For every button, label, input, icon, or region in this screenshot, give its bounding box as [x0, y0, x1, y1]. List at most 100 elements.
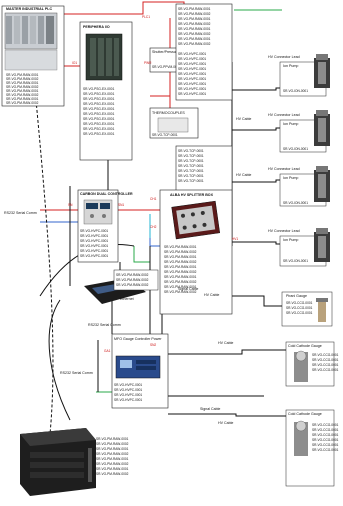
svg-text:SR-VO-PM-RAW-0002: SR-VO-PM-RAW-0002 [178, 22, 211, 26]
svg-text:SR-VO-HVPC-0001: SR-VO-HVPC-0001 [114, 393, 142, 397]
svg-text:SR-VO-PSG-EX-0001: SR-VO-PSG-EX-0001 [83, 132, 115, 136]
plc-title: MASTER INDUSTRIAL PLC [6, 7, 52, 11]
svg-text:SR-VO-PM-RAW-0002: SR-VO-PM-RAW-0002 [178, 12, 211, 16]
svg-text:SR-VO-PM-RAW-0002: SR-VO-PM-RAW-0002 [164, 250, 197, 254]
wire-dashed-link [36, 100, 53, 452]
server-rack: SR-VO-PM-RAW-0001 SR-VO-PM-RAW-0002 SR-V… [20, 428, 129, 496]
wire-black-9 [168, 350, 286, 354]
ctrl-red-mark-2: SN1 [118, 203, 124, 207]
svg-text:SR-VO-CCG-0001: SR-VO-CCG-0001 [286, 306, 313, 310]
eth-label: Ethernet [120, 297, 134, 301]
svg-text:SR-VO-PM-RAW-0001: SR-VO-PM-RAW-0001 [96, 447, 129, 451]
svg-text:SR-VO-HVPC-0001: SR-VO-HVPC-0001 [114, 388, 142, 392]
mfc-red-mark: SN2 [150, 343, 156, 347]
ctrl-red-mark: SN [68, 203, 73, 207]
svg-text:SR-VO-PSG-EX-0001: SR-VO-PSG-EX-0001 [83, 102, 115, 106]
svg-text:SR-VO-CCG-0001: SR-VO-CCG-0001 [312, 423, 339, 427]
top-tag-column: SR-VO-PM-RAW-0001 SR-VO-PM-RAW-0002 SR-V… [176, 4, 232, 100]
svg-text:SR-VO-CCG-0001: SR-VO-CCG-0001 [312, 438, 339, 442]
splitter-red-mark: CH1 [150, 197, 157, 201]
svg-text:HV Connector Lead: HV Connector Lead [268, 55, 300, 59]
pirani-body [318, 302, 326, 322]
periphera-title: PERIPHERA I/O [83, 25, 110, 29]
svg-text:SR-VO-PM-RAW-0001: SR-VO-PM-RAW-0001 [178, 37, 211, 41]
svg-text:SR-VO-CCG-0001: SR-VO-CCG-0001 [312, 428, 339, 432]
master-plc: MASTER INDUSTRIAL PLC SR-VO-PM-RAW-0001 … [2, 6, 64, 106]
ion-pump-4: HV Connector Lead Ion Pump SR-VO-ION-000… [268, 228, 330, 266]
svg-text:CARBON DUAL CONTROLLER: CARBON DUAL CONTROLLER [80, 192, 133, 196]
svg-text:SR-VO-HVPC-0001: SR-VO-HVPC-0001 [178, 77, 206, 81]
svg-text:SR-VO-ION-0001: SR-VO-ION-0001 [283, 89, 308, 93]
svg-text:Ion Pump: Ion Pump [283, 238, 298, 242]
svg-text:SR-VO-PSG-EX-0001: SR-VO-PSG-EX-0001 [83, 127, 115, 131]
rs232-label-left: RS232 Serial Comm [4, 211, 37, 215]
ion-pump-3: HV Connector Lead Ion Pump SR-VO-ION-000… [268, 166, 330, 206]
plc-io-rail [5, 50, 57, 70]
svg-text:SR-VO-HVPC-0001: SR-VO-HVPC-0001 [178, 62, 206, 66]
thermo-device [158, 118, 188, 132]
svg-text:SR-VO-TCP-0001: SR-VO-TCP-0001 [178, 164, 204, 168]
svg-text:SR-VO-PM-RAW-0002: SR-VO-PM-RAW-0002 [178, 42, 211, 46]
plc-tag-list: SR-VO-PM-RAW-0001 SR-VO-PM-RAW-0002 SR-V… [6, 73, 39, 105]
svg-text:HV Cable: HV Cable [204, 293, 219, 297]
svg-text:ALBA HV SPLITTER BOX: ALBA HV SPLITTER BOX [170, 193, 214, 197]
svg-text:SR-VO-CCG-0001: SR-VO-CCG-0001 [312, 363, 339, 367]
svg-text:HV Connector Lead: HV Connector Lead [268, 113, 300, 117]
svg-text:SR-VO-HVPC-0001: SR-VO-HVPC-0001 [178, 52, 206, 56]
svg-text:SR-VO-PM-RAW-0001: SR-VO-PM-RAW-0001 [164, 255, 197, 259]
svg-text:SR-VO-ION-0001: SR-VO-ION-0001 [283, 147, 308, 151]
carbon-controller: CARBON DUAL CONTROLLER SR-VO-HVPC-0001 S… [68, 190, 133, 262]
svg-text:SR-VO-PM-RAW-0002: SR-VO-PM-RAW-0002 [6, 101, 39, 105]
svg-text:SR-VO-PM-RAW-0001: SR-VO-PM-RAW-0001 [164, 275, 197, 279]
svg-text:SR-VO-PM-RAW-0001: SR-VO-PM-RAW-0001 [178, 27, 211, 31]
top-red-mark: PLC1 [142, 15, 150, 19]
svg-text:SR-VO-PSG-EX-0001: SR-VO-PSG-EX-0001 [83, 87, 115, 91]
svg-text:SR-VO-HVPC-0001: SR-VO-HVPC-0001 [114, 398, 142, 402]
svg-text:SR-VO-CCG-0001: SR-VO-CCG-0001 [286, 301, 313, 305]
svg-text:SR-VO-ION-0001: SR-VO-ION-0001 [283, 201, 308, 205]
svg-text:SR-VO-PM-RAW-0001: SR-VO-PM-RAW-0001 [178, 7, 211, 11]
svg-text:SR-VO-PM-RAW-0002: SR-VO-PM-RAW-0002 [116, 283, 149, 287]
svg-text:SR-VO-PM-RAW-0001: SR-VO-PM-RAW-0001 [96, 467, 129, 471]
svg-text:SR-VO-TCP-0001: SR-VO-TCP-0001 [178, 174, 204, 178]
svg-text:SR-VO-PM-RAW-0002: SR-VO-PM-RAW-0002 [164, 260, 197, 264]
hv-red-mark: HV1 [232, 237, 238, 241]
svg-text:SR-VO-TCP-0001: SR-VO-TCP-0001 [178, 169, 204, 173]
svg-text:SR-VO-PSG-EX-0001: SR-VO-PSG-EX-0001 [83, 112, 115, 116]
splitter-red-mark-2: CH2 [150, 225, 157, 229]
svg-text:SR-VO-CCG-0001: SR-VO-CCG-0001 [312, 448, 339, 452]
periph-red-mark: IO1 [72, 61, 77, 65]
wire-green-2 [134, 246, 150, 262]
svg-text:SR-VO-HVPC-0001: SR-VO-HVPC-0001 [178, 72, 206, 76]
thermocouple-block: THERMOCOUPLES SR-VO-TCP-0001 [150, 108, 198, 138]
svg-text:SR-VO-HVPC-0001: SR-VO-HVPC-0001 [114, 383, 142, 387]
svg-text:SR-VO-TCP-0001: SR-VO-TCP-0001 [178, 149, 204, 153]
ion-pump-2: HV Connector Lead Ion Pump SR-VO-ION-000… [268, 110, 330, 152]
svg-text:SR-VO-HVPC-0001: SR-VO-HVPC-0001 [80, 249, 108, 253]
hv-cable-top-label: HV Cable [236, 117, 251, 121]
wire-black-11 [168, 414, 286, 416]
alba-splitter: ALBA HV SPLITTER BOX SR-VO-PM-RAW-0001 S… [150, 190, 232, 314]
svg-text:SR-VO-PM-RAW-0002: SR-VO-PM-RAW-0002 [96, 462, 129, 466]
svg-text:SR-VO-CCG-0001: SR-VO-CCG-0001 [312, 443, 339, 447]
svg-text:SR-VO-HVPC-0001: SR-VO-HVPC-0001 [80, 254, 108, 258]
svg-text:SR-VO-PM-RAW-0002: SR-VO-PM-RAW-0002 [96, 452, 129, 456]
svg-text:SR-VO-PSG-EX-0001: SR-VO-PSG-EX-0001 [83, 92, 115, 96]
svg-text:SR-VO-PM-RAW-0001: SR-VO-PM-RAW-0001 [164, 265, 197, 269]
svg-text:SR-VO-ION-0001: SR-VO-ION-0001 [283, 259, 308, 263]
server-tag-list: SR-VO-PM-RAW-0001 SR-VO-PM-RAW-0002 SR-V… [96, 437, 129, 476]
svg-text:SR-VO-HVPC-0001: SR-VO-HVPC-0001 [178, 87, 206, 91]
svg-text:SR-VO-TCP-0001: SR-VO-TCP-0001 [178, 179, 204, 183]
svg-text:Ion Pump: Ion Pump [283, 176, 298, 180]
svg-text:HV Cable: HV Cable [218, 341, 233, 345]
svg-text:SR-VO-TCP-0001: SR-VO-TCP-0001 [178, 159, 204, 163]
svg-text:SR-VO-PM-RAW-0001: SR-VO-PM-RAW-0001 [164, 245, 197, 249]
svg-text:SR-VO-HVPC-0001: SR-VO-HVPC-0001 [80, 234, 108, 238]
cold-cathode-1: HV Cable Cold Cathode Gauge SR-VO-CCG-00… [218, 341, 339, 386]
svg-text:SR-VO-HVPC-0001: SR-VO-HVPC-0001 [178, 82, 206, 86]
svg-text:SR-VO-PM-RAW-0001: SR-VO-PM-RAW-0001 [178, 17, 211, 21]
svg-text:SR-VO-HVPC-0001: SR-VO-HVPC-0001 [178, 57, 206, 61]
svg-text:HV Connector Lead: HV Connector Lead [268, 229, 300, 233]
svg-text:SR-VO-PSG-EX-0001: SR-VO-PSG-EX-0001 [83, 122, 115, 126]
